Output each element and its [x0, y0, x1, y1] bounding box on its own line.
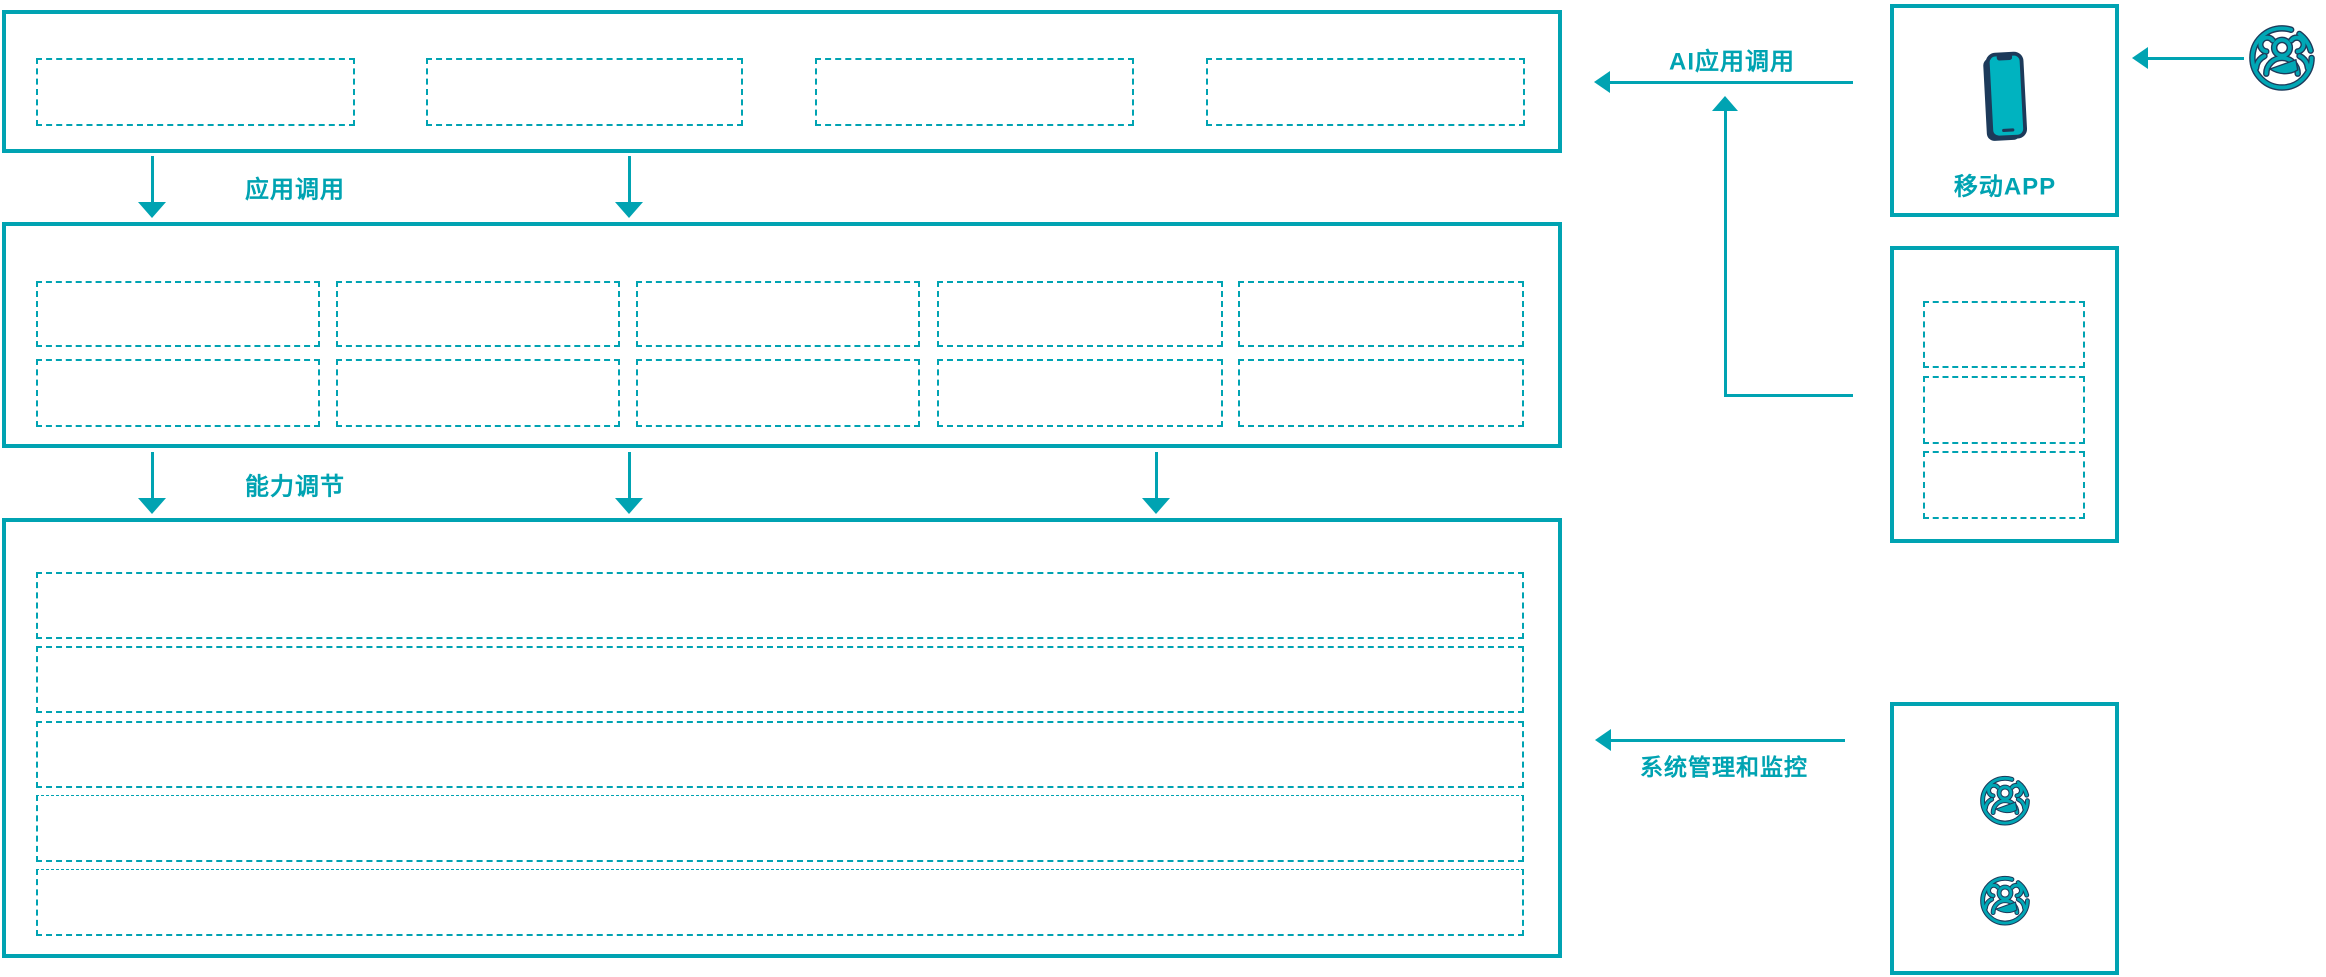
placeholder-box	[1923, 301, 2085, 368]
placeholder-box	[636, 359, 920, 427]
arrow-left-icon	[2132, 47, 2148, 69]
arrow-down-icon	[615, 498, 643, 514]
developer-connector-line	[1724, 111, 1727, 397]
placeholder-box	[937, 281, 1223, 347]
capability-adjust-label: 能力调节	[245, 473, 345, 501]
placeholder-box	[1923, 376, 2085, 444]
arrow-up-icon	[1712, 96, 1738, 111]
app-call-arrow-line	[151, 156, 154, 202]
placeholder-row	[36, 869, 1524, 936]
placeholder-box	[36, 359, 320, 427]
placeholder-box	[1238, 281, 1524, 347]
operations-box	[1890, 702, 2119, 975]
placeholder-box	[1206, 58, 1525, 126]
arrow-down-icon	[615, 202, 643, 218]
user-arrow-line	[2148, 57, 2244, 60]
placeholder-box	[36, 58, 355, 126]
placeholder-row	[36, 795, 1524, 862]
placeholder-box	[1923, 451, 2085, 519]
users-icon	[1977, 872, 2033, 928]
capability-arrow-line	[151, 452, 154, 498]
placeholder-box	[426, 58, 743, 126]
users-icon	[2245, 20, 2319, 94]
ai-app-call-label: AI应用调用	[1669, 48, 1795, 76]
placeholder-row	[36, 572, 1524, 639]
arrow-left-icon	[1594, 71, 1610, 93]
system-monitor-label: 系统管理和监控	[1640, 754, 1808, 780]
arrow-left-icon	[1595, 729, 1611, 751]
monitor-arrow-line	[1611, 739, 1845, 742]
app-call-arrow-line	[628, 156, 631, 202]
ai-call-arrow-line	[1610, 81, 1853, 84]
mobile-app-label: 移动APP	[1953, 173, 2057, 201]
placeholder-row	[36, 721, 1524, 788]
app-call-label: 应用调用	[245, 176, 345, 204]
developer-connector-line	[1724, 394, 1853, 397]
arrow-down-icon	[138, 202, 166, 218]
placeholder-box	[336, 281, 620, 347]
users-icon	[1977, 772, 2033, 828]
smartphone-icon	[1983, 51, 2028, 141]
placeholder-box	[1238, 359, 1524, 427]
capability-arrow-line	[628, 452, 631, 498]
placeholder-box	[937, 359, 1223, 427]
placeholder-box	[36, 281, 320, 347]
placeholder-row	[36, 646, 1524, 713]
capability-arrow-line	[1155, 452, 1158, 498]
placeholder-box	[636, 281, 920, 347]
arrow-down-icon	[138, 498, 166, 514]
placeholder-box	[815, 58, 1134, 126]
arrow-down-icon	[1142, 498, 1170, 514]
placeholder-box	[336, 359, 620, 427]
